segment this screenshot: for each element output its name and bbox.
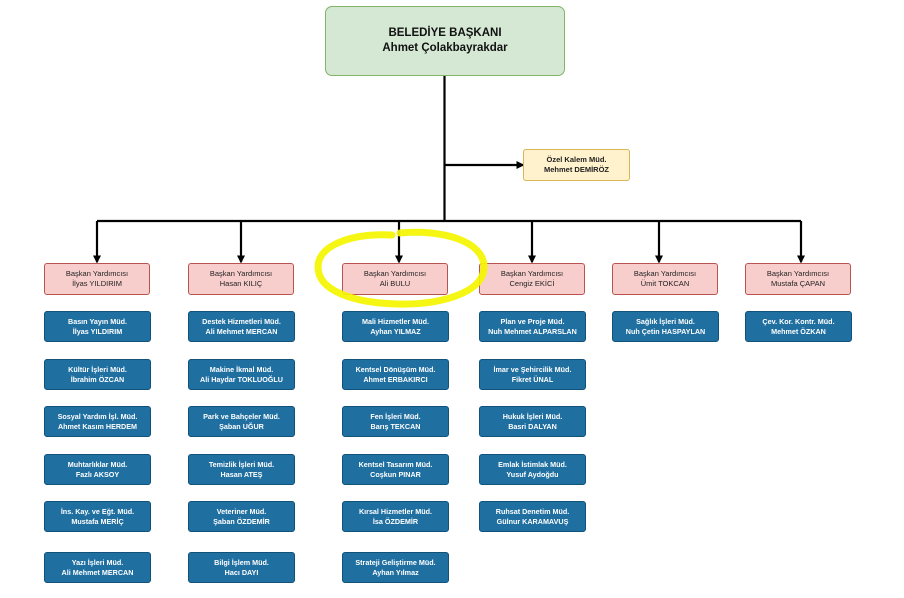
- private-office-title: Özel Kalem Müd.: [546, 155, 607, 164]
- vp-title: Başkan Yardımcısı: [500, 269, 564, 278]
- vp-box-5: Başkan Yardımcısı Ümit TOKCAN: [612, 263, 718, 295]
- unit-name: Hasan ATEŞ: [220, 469, 263, 479]
- unit-name: Barış TEKCAN: [370, 421, 421, 431]
- unit-name: Coşkun PINAR: [370, 469, 421, 479]
- vp-box-3: Başkan Yardımcısı Ali BULU: [342, 263, 448, 295]
- vp-box-6: Başkan Yardımcısı Mustafa ÇAPAN: [745, 263, 851, 295]
- unit-box: Yazı İşleri Müd.Ali Mehmet MERCAN: [44, 552, 151, 583]
- unit-name: Ali Haydar TOKLUOĞLU: [200, 374, 283, 384]
- unit-title: Sosyal Yardım İşl. Müd.: [57, 411, 138, 421]
- vp-title: Başkan Yardımcısı: [363, 269, 427, 278]
- unit-title: Yazı İşleri Müd.: [71, 557, 124, 567]
- unit-title: Hukuk İşleri Müd.: [502, 411, 563, 421]
- vp-title: Başkan Yardımcısı: [65, 269, 129, 278]
- vp-box-2: Başkan Yardımcısı Hasan KILIÇ: [188, 263, 294, 295]
- private-office-name: Mehmet DEMİRÖZ: [543, 165, 609, 174]
- unit-name: Ali Mehmet MERCAN: [205, 326, 278, 336]
- unit-title: Bilgi İşlem Müd.: [214, 557, 269, 567]
- unit-box: Veteriner Müd.Şaban ÖZDEMİR: [188, 501, 295, 532]
- unit-title: Kültür İşleri Müd.: [68, 364, 127, 374]
- unit-box: Sosyal Yardım İşl. Müd.Ahmet Kasım HERDE…: [44, 406, 151, 437]
- unit-box: Fen İşleri Müd.Barış TEKCAN: [342, 406, 449, 437]
- vp-title: Başkan Yardımcısı: [633, 269, 697, 278]
- unit-title: Veteriner Müd.: [216, 506, 267, 516]
- unit-name: Şaban ÖZDEMİR: [213, 516, 270, 526]
- vp-box-4: Başkan Yardımcısı Cengiz EKİCİ: [479, 263, 585, 295]
- vp-name: İlyas YILDIRIM: [72, 279, 122, 288]
- unit-box: Sağlık İşleri Müd.Nuh Çetin HASPAYLAN: [612, 311, 719, 342]
- unit-box: Kentsel Tasarım Müd.Coşkun PINAR: [342, 454, 449, 485]
- vp-name: Ali BULU: [379, 279, 411, 288]
- unit-box: Destek Hizmetleri Müd.Ali Mehmet MERCAN: [188, 311, 295, 342]
- unit-box: Park ve Bahçeler Müd.Şaban UĞUR: [188, 406, 295, 437]
- unit-name: Hacı DAYI: [224, 567, 259, 577]
- unit-box: Basın Yayın Müd.İlyas YILDIRIM: [44, 311, 151, 342]
- unit-box: Strateji Geliştirme Müd.Ayhan Yılmaz: [342, 552, 449, 583]
- unit-box: Mali Hizmetler Müd.Ayhan YILMAZ: [342, 311, 449, 342]
- unit-name: Gülnur KARAMAVUŞ: [496, 516, 569, 526]
- unit-title: Makine İkmal Müd.: [209, 364, 274, 374]
- unit-title: Mali Hizmetler Müd.: [361, 316, 430, 326]
- unit-name: Ahmet ERBAKIRCI: [363, 374, 428, 384]
- vp-title: Başkan Yardımcısı: [209, 269, 273, 278]
- mayor-box: BELEDİYE BAŞKANI Ahmet Çolakbayrakdar: [325, 6, 565, 76]
- unit-box: Muhtarlıklar Müd.Fazlı AKSOY: [44, 454, 151, 485]
- unit-box: Makine İkmal Müd.Ali Haydar TOKLUOĞLU: [188, 359, 295, 390]
- unit-name: İlyas YILDIRIM: [72, 326, 123, 336]
- unit-title: Fen İşleri Müd.: [370, 411, 421, 421]
- unit-title: Strateji Geliştirme Müd.: [355, 557, 436, 567]
- vp-name: Hasan KILIÇ: [219, 279, 263, 288]
- unit-box: Plan ve Proje Müd.Nuh Mehmet ALPARSLAN: [479, 311, 586, 342]
- unit-name: Ayhan Yılmaz: [372, 567, 419, 577]
- mayor-title: BELEDİYE BAŞKANI: [388, 27, 502, 39]
- unit-title: Sağlık İşleri Müd.: [636, 316, 695, 326]
- mayor-name: Ahmet Çolakbayrakdar: [382, 42, 508, 54]
- unit-name: Mehmet ÖZKAN: [771, 326, 826, 336]
- unit-name: İsa ÖZDEMİR: [372, 516, 419, 526]
- unit-box: Çev. Kor. Kontr. Müd.Mehmet ÖZKAN: [745, 311, 852, 342]
- unit-title: Basın Yayın Müd.: [68, 316, 127, 326]
- unit-title: Ruhsat Denetim Müd.: [495, 506, 570, 516]
- unit-box: Ruhsat Denetim Müd.Gülnur KARAMAVUŞ: [479, 501, 586, 532]
- unit-name: Ayhan YILMAZ: [370, 326, 421, 336]
- unit-title: Plan ve Proje Müd.: [500, 316, 565, 326]
- unit-title: İns. Kay. ve Eğt. Müd.: [60, 506, 135, 516]
- unit-name: Nuh Mehmet ALPARSLAN: [488, 326, 577, 336]
- unit-name: Ahmet Kasım HERDEM: [57, 421, 138, 431]
- unit-title: Çev. Kor. Kontr. Müd.: [762, 316, 835, 326]
- unit-title: Kentsel Tasarım Müd.: [358, 459, 433, 469]
- vp-title: Başkan Yardımcısı: [766, 269, 830, 278]
- vp-name: Cengiz EKİCİ: [509, 279, 555, 288]
- unit-box: Kırsal Hizmetler Müd.İsa ÖZDEMİR: [342, 501, 449, 532]
- unit-name: Nuh Çetin HASPAYLAN: [625, 326, 706, 336]
- unit-name: İbrahim ÖZCAN: [70, 374, 125, 384]
- unit-title: Park ve Bahçeler Müd.: [203, 411, 280, 421]
- unit-name: Fikret ÜNAL: [511, 374, 554, 384]
- unit-title: Muhtarlıklar Müd.: [67, 459, 128, 469]
- unit-title: Kırsal Hizmetler Müd.: [358, 506, 433, 516]
- unit-title: Emlak İstimlak Müd.: [498, 459, 567, 469]
- private-office-box: Özel Kalem Müd. Mehmet DEMİRÖZ: [523, 149, 630, 181]
- unit-title: İmar ve Şehircilik Müd.: [493, 364, 572, 374]
- unit-title: Temizlik İşleri Müd.: [208, 459, 275, 469]
- unit-box: İns. Kay. ve Eğt. Müd.Mustafa MERİÇ: [44, 501, 151, 532]
- unit-name: Şaban UĞUR: [219, 421, 264, 431]
- vp-name: Ümit TOKCAN: [640, 279, 690, 288]
- unit-title: Destek Hizmetleri Müd.: [202, 316, 281, 326]
- unit-box: Bilgi İşlem Müd.Hacı DAYI: [188, 552, 295, 583]
- unit-box: İmar ve Şehircilik Müd.Fikret ÜNAL: [479, 359, 586, 390]
- unit-title: Kentsel Dönüşüm Müd.: [355, 364, 436, 374]
- unit-name: Basri DALYAN: [508, 421, 557, 431]
- unit-box: Hukuk İşleri Müd.Basri DALYAN: [479, 406, 586, 437]
- unit-box: Emlak İstimlak Müd.Yusuf Aydoğdu: [479, 454, 586, 485]
- unit-name: Yusuf Aydoğdu: [506, 469, 559, 479]
- unit-name: Mustafa MERİÇ: [71, 516, 124, 526]
- vp-name: Mustafa ÇAPAN: [770, 279, 826, 288]
- vp-box-1: Başkan Yardımcısı İlyas YILDIRIM: [44, 263, 150, 295]
- unit-box: Kültür İşleri Müd.İbrahim ÖZCAN: [44, 359, 151, 390]
- unit-box: Kentsel Dönüşüm Müd.Ahmet ERBAKIRCI: [342, 359, 449, 390]
- unit-name: Ali Mehmet MERCAN: [61, 567, 134, 577]
- unit-name: Fazlı AKSOY: [75, 469, 120, 479]
- unit-box: Temizlik İşleri Müd.Hasan ATEŞ: [188, 454, 295, 485]
